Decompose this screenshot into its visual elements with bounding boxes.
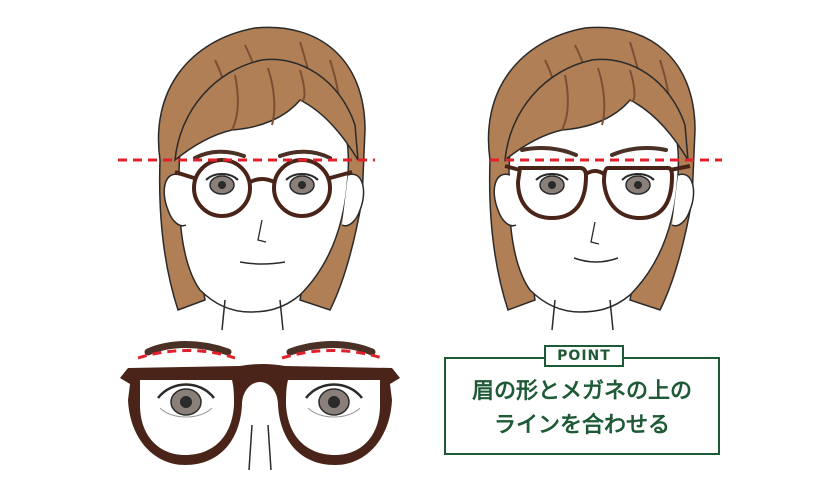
brow-left-b bbox=[278, 149, 332, 160]
woman-face-left-illustration bbox=[157, 26, 366, 331]
point-message-line-1: 眉の形とメガネの上の bbox=[471, 379, 692, 404]
brow-guide-arc-left bbox=[137, 349, 236, 360]
brow-guide-arc-right bbox=[281, 349, 383, 360]
woman-face-right-illustration bbox=[487, 26, 696, 331]
eyes-right bbox=[535, 173, 655, 195]
eyes-left bbox=[205, 173, 319, 195]
brow-left-a bbox=[193, 149, 246, 160]
glasses-closeup-illustration bbox=[120, 341, 400, 471]
ear-left-2 bbox=[341, 173, 365, 227]
brow-right-b bbox=[610, 145, 668, 157]
point-message: 眉の形とメガネの上の ラインを合わせる bbox=[446, 375, 718, 443]
bangs-right bbox=[504, 58, 689, 162]
point-tab-label: POINT bbox=[544, 345, 624, 367]
bangs-left bbox=[174, 58, 359, 162]
ear-left-1 bbox=[163, 173, 187, 227]
glasses-right bbox=[504, 164, 691, 221]
brow-right-a bbox=[520, 145, 578, 157]
point-callout-box: POINT 眉の形とメガネの上の ラインを合わせる bbox=[444, 345, 720, 455]
point-message-line-2: ラインを合わせる bbox=[493, 413, 670, 438]
mouth-right bbox=[573, 257, 619, 263]
mouth-left bbox=[239, 261, 286, 265]
